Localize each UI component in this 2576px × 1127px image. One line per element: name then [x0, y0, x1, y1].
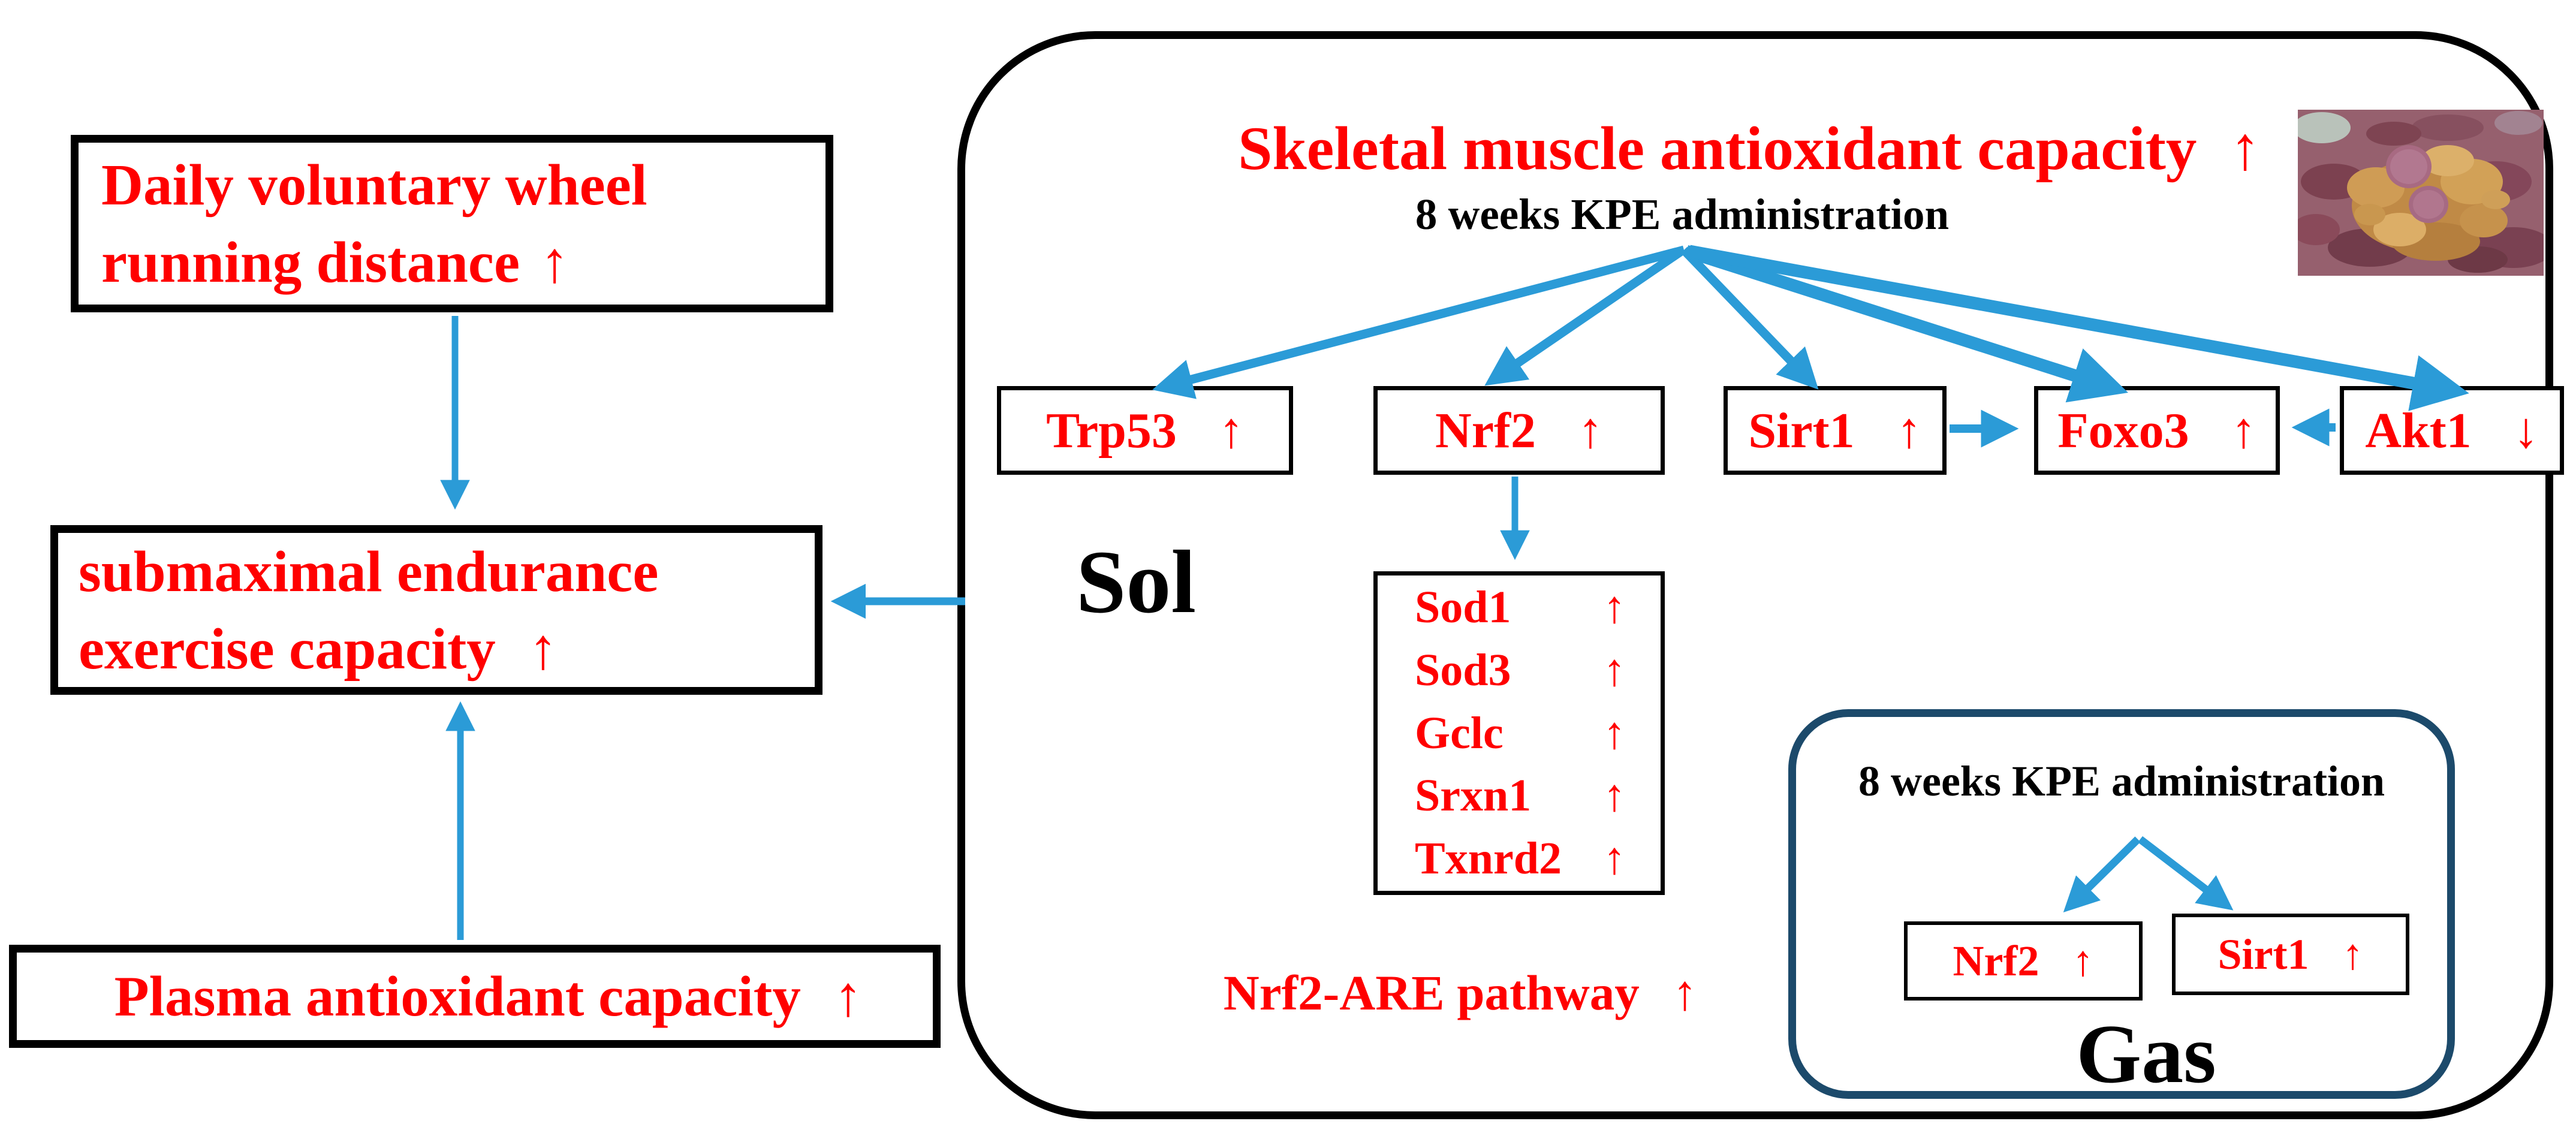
are-gene-row: Srxn1↑	[1415, 764, 1626, 827]
gas-kpe-subtitle: 8 weeks KPE administration	[1858, 757, 2385, 805]
gene-box-trp53: Trp53↑	[997, 386, 1293, 475]
are-gene-row: Txnrd2↑	[1415, 827, 1626, 890]
submaximal-endurance-box: submaximal endurance exercise capacity↑	[50, 525, 822, 695]
kpe-rhizome-photo-art	[2298, 110, 2544, 276]
nrf2-are-pathway-label: Nrf2-ARE pathway↑	[1223, 965, 1698, 1020]
up-arrow-icon: ↑	[1603, 644, 1626, 695]
submax-line1: submaximal endurance	[79, 539, 659, 604]
up-arrow-icon: ↑	[2072, 936, 2094, 985]
up-arrow-icon: ↑	[540, 230, 570, 294]
gene-box-akt1: Akt1↓	[2340, 386, 2564, 475]
submax-line2: exercise capacity↑	[79, 616, 558, 681]
sol-panel-title: Skeletal muscle antioxidant capacity↑	[1238, 114, 2261, 183]
up-arrow-icon: ↑	[1603, 770, 1626, 821]
plasma-text: Plasma antioxidant capacity	[114, 964, 801, 1028]
gas-muscle-label: Gas	[2076, 1008, 2216, 1101]
up-arrow-icon: ↑	[2342, 930, 2364, 978]
sol-muscle-label: Sol	[1076, 532, 1197, 632]
are-gene-row: Gclc↑	[1415, 702, 1626, 765]
up-arrow-icon: ↑	[2231, 402, 2256, 459]
up-arrow-icon: ↑	[1577, 402, 1603, 459]
up-arrow-icon: ↑	[528, 616, 558, 681]
are-gene-row: Sod1↑	[1415, 576, 1626, 639]
up-arrow-icon: ↑	[833, 964, 863, 1028]
daily-wheel-running-box: Daily voluntary wheel running distance↑	[71, 135, 833, 312]
sol-muscle-panel	[957, 31, 2553, 1119]
gene-box-nrf2: Nrf2↑	[1373, 386, 1665, 475]
up-arrow-icon: ↑	[1603, 833, 1626, 884]
plasma-antioxidant-box: Plasma antioxidant capacity ↑	[9, 945, 941, 1048]
down-arrow-icon: ↓	[2513, 402, 2539, 459]
sol-kpe-subtitle: 8 weeks KPE administration	[1415, 190, 1950, 239]
gene-box-sirt1: Sirt1↑	[1724, 386, 1947, 475]
gas-muscle-panel	[1788, 709, 2455, 1099]
up-arrow-icon: ↑	[1896, 402, 1922, 459]
up-arrow-icon: ↑	[2229, 114, 2261, 183]
are-gene-row: Sod3↑	[1415, 639, 1626, 702]
gas-gene-box-sirt1: Sirt1↑	[2172, 914, 2409, 995]
up-arrow-icon: ↑	[1218, 402, 1244, 459]
up-arrow-icon: ↑	[1672, 965, 1698, 1020]
gas-gene-box-nrf2: Nrf2↑	[1904, 921, 2143, 1001]
daily-line1: Daily voluntary wheel	[101, 153, 647, 217]
gene-box-foxo3: Foxo3↑	[2034, 386, 2280, 475]
daily-line2: running distance↑	[101, 230, 570, 294]
kpe-rhizome-photo	[2298, 110, 2544, 276]
up-arrow-icon: ↑	[1603, 581, 1626, 632]
are-target-genes-box: Sod1↑ Sod3↑ Gclc↑ Srxn1↑ Txnrd2↑	[1373, 571, 1665, 895]
up-arrow-icon: ↑	[1603, 707, 1626, 758]
